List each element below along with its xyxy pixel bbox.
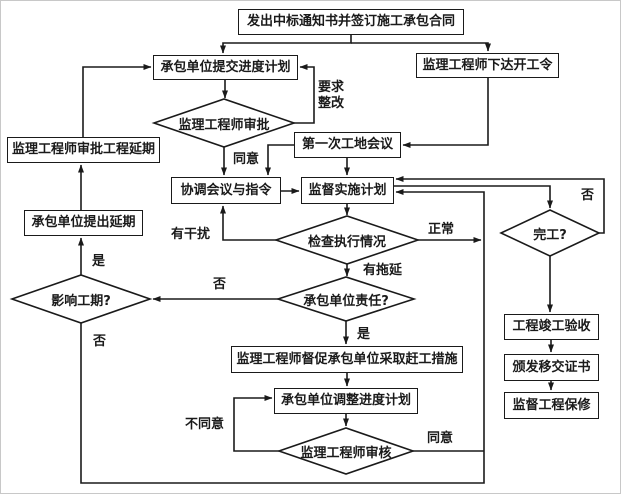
node-supervise-plan: 监督实施计划: [301, 177, 394, 204]
node-submit-schedule-plan: 承包单位提交进度计划: [153, 55, 298, 80]
edge-label-interference: 有干扰: [171, 227, 211, 242]
edge-label-normal: 正常: [428, 222, 455, 237]
decision-affect-schedule-shape: [9, 274, 153, 324]
edge-label-disagree: 不同意: [185, 417, 225, 432]
decision-engineer-approval-shape: [151, 98, 297, 148]
edge-label-agree-review: 同意: [427, 431, 454, 446]
decision-contractor-responsibility-shape: [275, 276, 417, 322]
edge-label-delayed: 有拖延: [363, 263, 403, 278]
node-urge-rush-measures: 监理工程师督促承包单位采取赶工措施: [231, 346, 463, 373]
edge-label-require-rectify-line1: 要求: [318, 80, 345, 95]
edge-label-no-responsibility: 否: [213, 277, 227, 292]
node-coordination-meetings: 协调会议与指令: [171, 177, 281, 204]
node-approve-extension: 监理工程师审批工程延期: [7, 137, 160, 163]
node-supervise-warranty: 监督工程保修: [504, 392, 599, 419]
edge-label-yes-responsibility: 是: [357, 327, 371, 342]
edge-label-yes-affect: 是: [92, 254, 106, 269]
edge-label-require-rectify: 要求整改: [318, 80, 344, 112]
decision-complete-shape: [499, 209, 601, 257]
node-propose-extension: 承包单位提出延期: [24, 210, 143, 236]
node-issue-start-order: 监理工程师下达开工令: [416, 53, 559, 78]
decision-check-execution-shape: [273, 215, 421, 265]
node-handover-certificate: 颁发移交证书: [504, 354, 599, 381]
node-first-site-meeting: 第一次工地会议: [294, 132, 401, 158]
node-issue-award-notice: 发出中标通知书并签订施工承包合同: [238, 9, 464, 35]
edge-label-agree-approve: 同意: [233, 152, 260, 167]
edge-label-no-affect: 否: [93, 334, 107, 349]
edge-label-no-complete: 否: [581, 188, 595, 203]
decision-engineer-review-shape: [276, 427, 416, 475]
node-adjust-schedule-plan: 承包单位调整进度计划: [274, 388, 418, 414]
edge-label-require-rectify-line2: 整改: [318, 96, 345, 111]
node-completion-acceptance: 工程竣工验收: [504, 314, 599, 340]
